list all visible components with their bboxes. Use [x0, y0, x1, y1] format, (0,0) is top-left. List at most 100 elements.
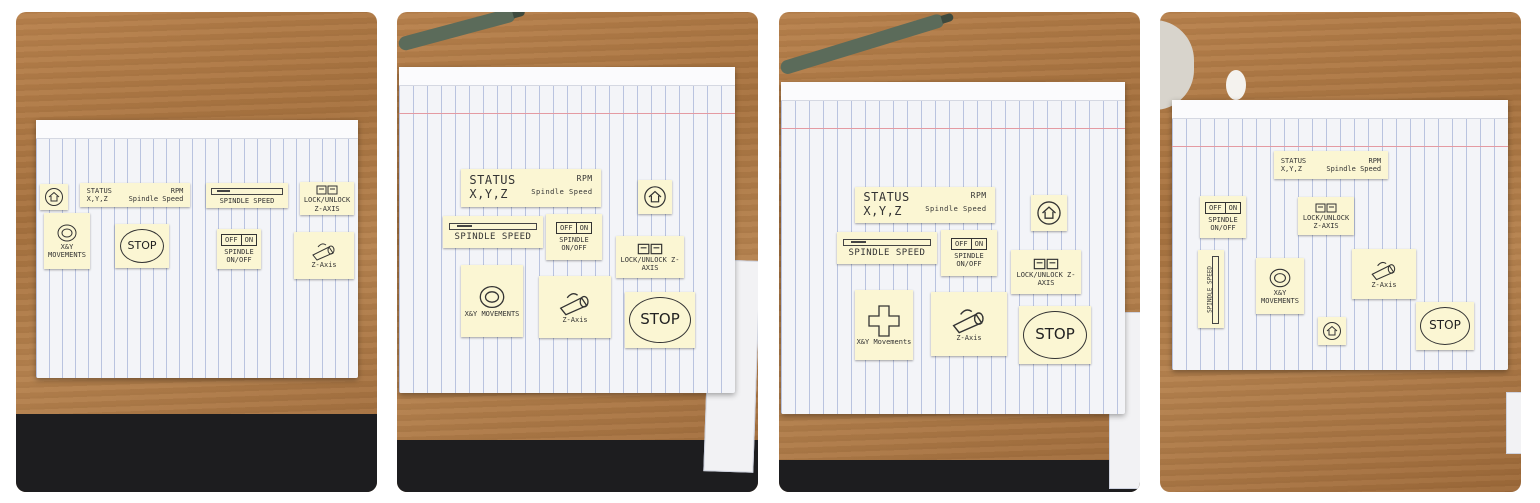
- toggle-off: OFF: [557, 222, 577, 233]
- lock-unlock-label: LOCK/UNLOCK Z-AXIS: [1302, 213, 1350, 230]
- home-note[interactable]: [1318, 317, 1346, 345]
- stop-sign[interactable]: STOP: [120, 229, 164, 263]
- toggle-on: ON: [1228, 203, 1238, 212]
- spindle-speed-vertical-slider[interactable]: [1212, 256, 1219, 324]
- xy-movements-alt: X&Y Movements: [856, 337, 912, 346]
- spindle-speed-vertical-note[interactable]: SPINDLE SPEED: [1198, 250, 1224, 328]
- z-axis-roller-icon: [559, 293, 589, 316]
- lock-unlock-note[interactable]: LOCK/UNLOCK Z-AXIS: [1298, 197, 1354, 235]
- xy-movements-label: X&Y MOVEMENTS: [1261, 288, 1299, 305]
- home-note[interactable]: [638, 180, 672, 214]
- xy-dpad-note[interactable]: X&Y Movements: [855, 290, 913, 360]
- spindle-speed-label: SPINDLE SPEED: [219, 196, 275, 205]
- rpm-label: RPM: [1368, 156, 1382, 165]
- spindle-speed-short: Spindle Speed: [925, 205, 987, 213]
- stop-note[interactable]: STOP: [115, 224, 169, 268]
- spindle-speed-slider[interactable]: [210, 187, 284, 195]
- scroll-wheel-icon: [479, 285, 505, 309]
- status-label: STATUS: [863, 190, 910, 205]
- spindle-speed-short: Spindle Speed: [1326, 165, 1382, 173]
- lock-unlock-label: LOCK/UNLOCK Z-AXIS: [303, 196, 351, 213]
- coords-label: X,Y,Z: [863, 204, 903, 218]
- stop-sign[interactable]: STOP: [629, 297, 691, 343]
- stop-sign[interactable]: STOP: [1023, 311, 1087, 359]
- stop-label: STOP: [127, 238, 157, 252]
- paper-fold: [1172, 100, 1508, 119]
- scroll-wheel-icon: [1269, 268, 1291, 288]
- z-axis-note[interactable]: Z-Axis: [539, 276, 611, 338]
- stop-note[interactable]: STOP: [1019, 306, 1091, 364]
- spindle-speed-note[interactable]: SPINDLE SPEED: [206, 183, 288, 208]
- home-icon: [45, 188, 63, 206]
- z-axis-label: Z-Axis: [1371, 280, 1397, 289]
- status-label: STATUS: [86, 186, 112, 195]
- spindle-onoff-label: SPINDLE ON/OFF: [559, 235, 589, 253]
- status-label: STATUS: [469, 173, 516, 188]
- xy-movements-note[interactable]: X&Y MOVEMENTS: [1256, 258, 1304, 314]
- stop-note[interactable]: STOP: [1416, 302, 1474, 350]
- z-axis-roller-icon: [952, 309, 984, 334]
- stop-note[interactable]: STOP: [625, 292, 695, 348]
- spindle-onoff-label: SPINDLE ON/OFF: [224, 247, 254, 265]
- lock-icon: [1033, 258, 1059, 270]
- stop-sign[interactable]: STOP: [1420, 307, 1470, 345]
- z-axis-note[interactable]: Z-Axis: [1352, 249, 1416, 299]
- lock-unlock-note[interactable]: LOCK/UNLOCK Z-AXIS: [616, 236, 684, 278]
- lock-icon: [637, 243, 663, 255]
- coords-label: X,Y,Z: [469, 187, 509, 201]
- home-note[interactable]: [1031, 195, 1067, 231]
- spindle-onoff-label: SPINDLE ON/OFF: [1208, 215, 1238, 233]
- spindle-speed-note[interactable]: SPINDLE SPEED: [837, 232, 937, 264]
- z-axis-note[interactable]: Z-Axis: [294, 232, 354, 279]
- spindle-speed-label: SPINDLE SPEED: [1206, 265, 1214, 313]
- floor-shadow: [397, 440, 758, 492]
- lock-unlock-note[interactable]: LOCK/UNLOCK Z-AXIS: [300, 182, 354, 215]
- toggle-on: ON: [974, 239, 984, 248]
- lock-icon: [316, 185, 338, 195]
- spindle-speed-slider[interactable]: [449, 223, 537, 231]
- xy-movements-label: X&Y MOVEMENTS: [48, 242, 86, 259]
- floor-shadow: [16, 414, 377, 492]
- spindle-speed-slider[interactable]: [843, 239, 931, 247]
- spindle-speed-note[interactable]: SPINDLE SPEED: [443, 216, 543, 248]
- paper-fold: [399, 67, 735, 86]
- lock-unlock-note[interactable]: LOCK/UNLOCK Z-AXIS: [1011, 250, 1081, 294]
- paper-fold: [781, 82, 1125, 101]
- spindle-speed-short: Spindle Speed: [531, 188, 593, 196]
- xy-movements-note[interactable]: X&Y MOVEMENTS: [44, 213, 90, 269]
- tissue: [1226, 70, 1246, 100]
- coords-label: X,Y,Z: [1280, 165, 1302, 173]
- lock-icon: [1315, 203, 1337, 213]
- home-note[interactable]: [40, 184, 68, 210]
- z-axis-roller-icon: [1371, 261, 1396, 281]
- z-axis-note[interactable]: Z-Axis: [931, 292, 1007, 356]
- xy-movements-label: X&Y MOVEMENTS: [464, 309, 520, 318]
- dpad-icon[interactable]: [867, 304, 901, 338]
- spindle-onoff-label: SPINDLE ON/OFF: [954, 251, 984, 269]
- stop-label: STOP: [1035, 325, 1075, 344]
- toggle-off: OFF: [952, 238, 972, 249]
- xy-movements-note[interactable]: X&Y MOVEMENTS: [461, 265, 523, 337]
- floor-shadow: [779, 460, 1140, 492]
- home-icon: [1323, 322, 1341, 340]
- paper-fold: [36, 120, 358, 139]
- home-icon: [644, 186, 666, 208]
- coords-label: X,Y,Z: [86, 195, 108, 203]
- lock-unlock-label: LOCK/UNLOCK Z-AXIS: [620, 255, 680, 272]
- z-axis-label: Z-Axis: [562, 315, 588, 324]
